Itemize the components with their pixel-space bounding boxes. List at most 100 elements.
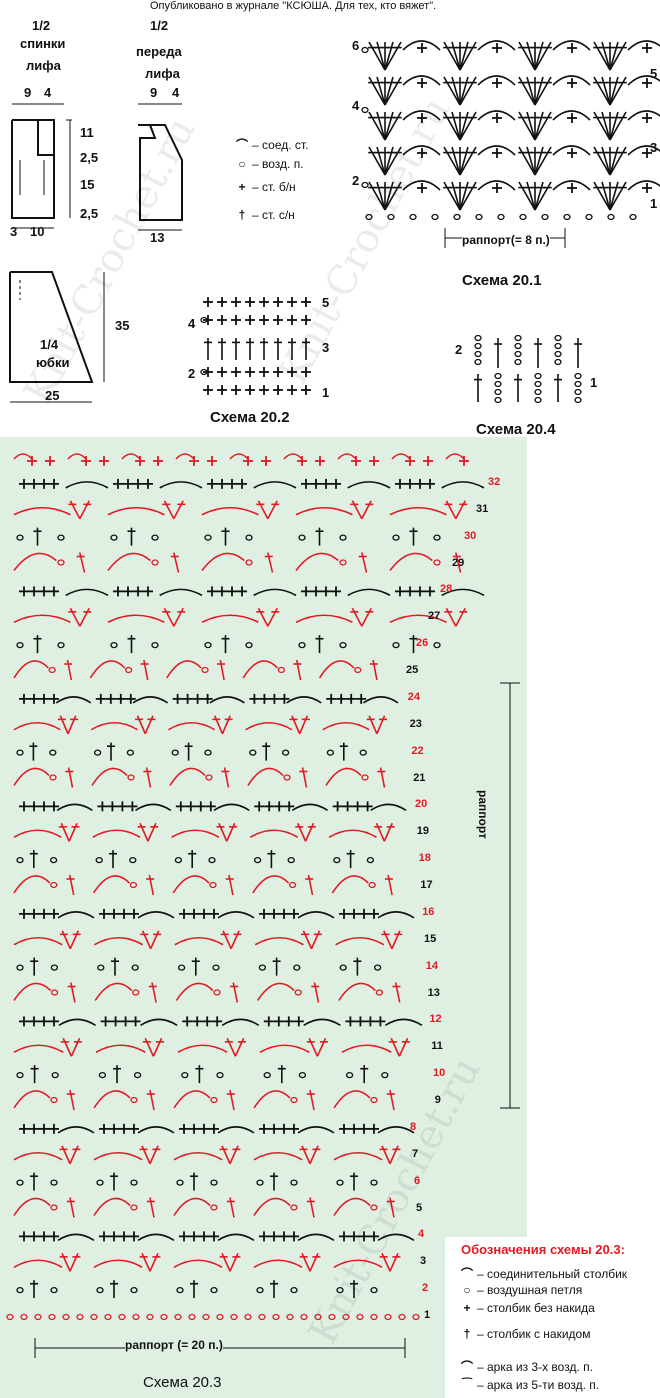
chain-stitch-icon [574, 388, 582, 396]
double-crochet-icon [593, 111, 611, 141]
double-crochet-icon [459, 146, 469, 176]
arch-chain-icon [253, 588, 297, 597]
double-crochet-icon [376, 146, 386, 176]
double-crochet-icon [351, 607, 363, 627]
single-crochet-icon: + [238, 180, 246, 194]
small-legend-text-3: – ст. б/н [252, 180, 296, 194]
double-crochet-icon [143, 659, 149, 681]
double-crochet-icon [141, 930, 152, 950]
arch-chain-icon [13, 829, 62, 838]
chain-stitch-icon [554, 334, 562, 342]
arch-chain-icon [333, 1197, 371, 1216]
small-legend-text-2: – возд. п. [252, 157, 304, 171]
arch-chain-icon [159, 588, 203, 597]
scheme-20-4-chart [474, 334, 582, 404]
arch-chain-icon [552, 110, 591, 121]
scheme-20-3-row-number: 14 [425, 959, 439, 972]
chain-stitch-icon [298, 641, 306, 649]
chain-stitch-icon [384, 1313, 392, 1321]
arch-chain-icon [318, 660, 355, 679]
chain-stitch-icon [130, 1286, 138, 1294]
chain-stitch-icon [210, 1179, 218, 1186]
chain-stitch-icon [50, 964, 59, 971]
double-crochet-icon [67, 767, 74, 788]
chain-stitch-icon [6, 1313, 14, 1321]
chain-stitch-icon [339, 641, 347, 649]
chain-stitch-icon [563, 213, 571, 221]
double-crochet-icon [518, 146, 536, 176]
arch-chain-icon [93, 1259, 143, 1268]
double-crochet-icon [534, 76, 552, 106]
arch-chain-icon [174, 936, 224, 946]
scheme-20-3-chart [6, 453, 485, 1321]
chain-stitch-icon [629, 213, 637, 221]
double-crochet-icon [383, 822, 393, 842]
double-crochet-icon [67, 715, 77, 735]
scheme-20-3-row-number: 8 [410, 1120, 417, 1133]
scheme-20-3-row-number: 17 [420, 879, 433, 891]
scheme-20-3-row-number: 9 [434, 1094, 441, 1106]
chain-stitch-icon [230, 1313, 238, 1321]
double-crochet-icon [391, 930, 401, 950]
chain-stitch-icon [57, 534, 65, 541]
chain-stitch-icon [205, 774, 213, 781]
small-legend-row-3: + – ст. б/н [232, 180, 296, 194]
double-crochet-icon [459, 111, 469, 141]
arch-chain-icon [249, 829, 299, 838]
chain-stitch-icon [370, 1286, 378, 1294]
double-crochet-icon [376, 41, 386, 71]
double-crochet-icon [609, 41, 619, 71]
double-crochet-icon [534, 146, 552, 176]
double-crochet-icon [384, 76, 402, 106]
double-crochet-icon [79, 607, 90, 627]
chain-stitch-icon [151, 641, 159, 649]
double-crochet-icon [601, 111, 611, 141]
chain-stitch-icon [96, 1286, 104, 1294]
double-crochet-icon [226, 1037, 237, 1057]
double-crochet-icon [139, 822, 149, 842]
small-legend-row-4: †– ст. с/н [232, 208, 295, 222]
arch-chain-icon [283, 453, 303, 460]
chain-stitch-icon [49, 774, 57, 781]
arch-chain-icon [93, 1197, 131, 1216]
double-crochet-icon [387, 874, 393, 896]
chain-stitch-icon [514, 342, 522, 350]
back-label-2: лифа [26, 58, 61, 73]
arch-chain-icon [107, 506, 165, 516]
chain-stitch-icon [213, 989, 221, 996]
chain-stitch-icon [412, 1313, 420, 1321]
double-crochet-icon [309, 1145, 319, 1165]
double-crochet-icon [534, 181, 552, 211]
chain-stitch-icon [574, 380, 582, 388]
chain-stitch-icon [96, 1179, 104, 1186]
double-crochet-icon [445, 500, 457, 520]
double-crochet-icon [443, 41, 461, 71]
double-crochet-icon [222, 930, 232, 950]
arch-chain-icon [107, 614, 165, 623]
chain-stitch-icon [130, 1204, 138, 1211]
double-crochet-icon [173, 500, 184, 520]
double-crochet-icon [309, 1197, 315, 1218]
chain-stitch-icon [176, 1286, 184, 1294]
double-crochet-icon [173, 607, 184, 627]
double-crochet-icon [361, 607, 372, 627]
double-crochet-icon [79, 552, 86, 573]
double-crochet-icon [173, 552, 180, 573]
chain-stitch-icon [131, 964, 139, 971]
scheme-20-3-row-number: 27 [428, 610, 441, 623]
chain-stitch-icon [387, 213, 395, 221]
double-crochet-icon [307, 874, 314, 896]
arch-chain-icon [13, 1090, 51, 1109]
double-crochet-icon [398, 1037, 409, 1057]
arch-chain-icon [256, 982, 295, 1001]
chain-stitch-icon [245, 534, 253, 541]
arch-chain-icon [209, 696, 245, 704]
chain-stitch-icon [336, 1179, 344, 1186]
double-crochet-icon [221, 1145, 231, 1165]
scheme-20-3-row-number: 23 [409, 717, 422, 730]
double-crochet-icon [141, 1145, 151, 1165]
scheme-20-1-repeat-label: раппорт(= 8 п.) [462, 233, 550, 247]
front-top-dim-2: 4 [172, 85, 180, 100]
scheme-20-3-row-number: 20 [415, 798, 428, 811]
chain-stitch-icon [171, 749, 179, 756]
